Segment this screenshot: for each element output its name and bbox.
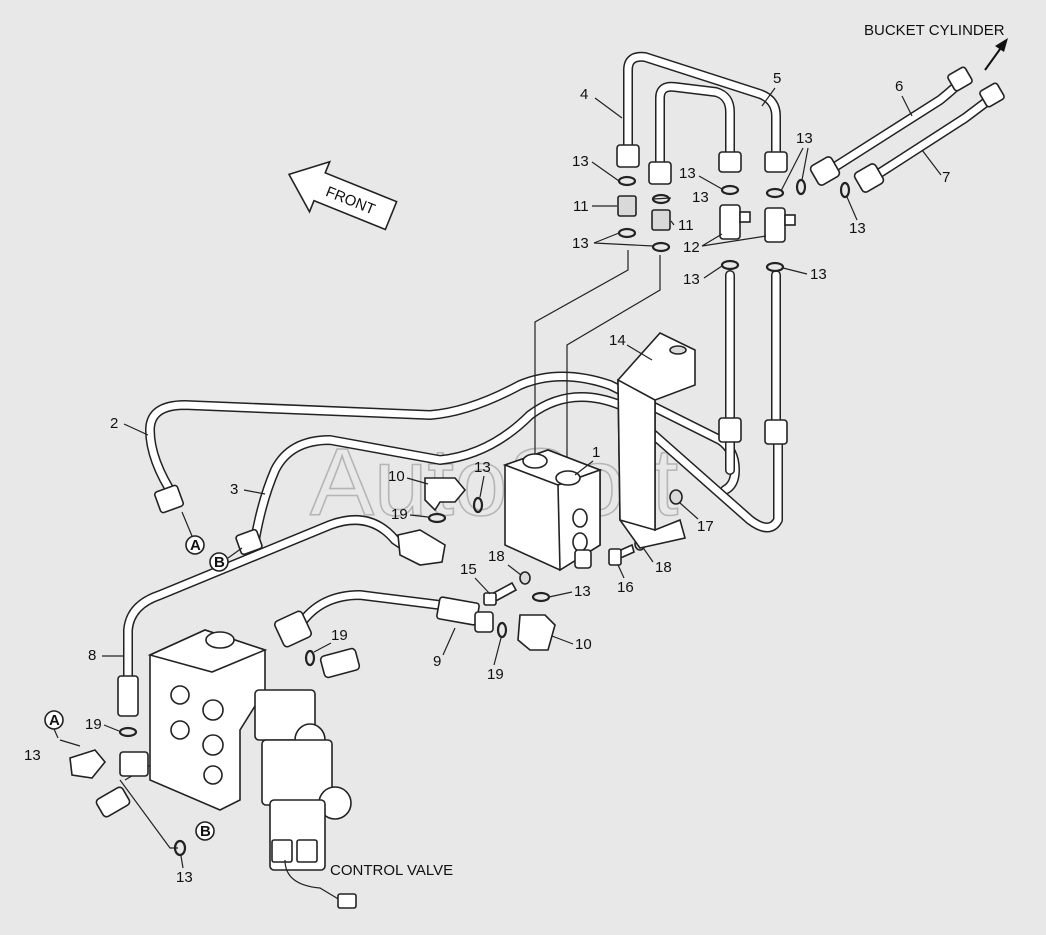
bucket-arrow: BUCKET CYLINDER (864, 22, 1008, 71)
label-19-d: 19 (85, 716, 102, 733)
callout-a-bottom: A (49, 712, 60, 729)
label-10-lower: 10 (575, 636, 592, 653)
label-8: 8 (88, 647, 96, 664)
label-13-l: 13 (176, 869, 193, 886)
control-valve-label: CONTROL VALVE (330, 862, 453, 879)
label-9: 9 (433, 653, 441, 670)
label-13-c: 13 (692, 189, 709, 206)
front-arrow: FRONT (287, 160, 398, 231)
callout-b-bottom: B (200, 823, 211, 840)
label-17: 17 (697, 518, 714, 535)
pipe-9 (295, 590, 445, 630)
label-14: 14 (609, 332, 626, 349)
label-13-b: 13 (572, 235, 589, 252)
pipes (123, 51, 999, 685)
nut-6 (809, 156, 841, 186)
pipe-5 (655, 81, 735, 170)
tee-12b (764, 207, 786, 243)
label-13-g: 13 (683, 271, 700, 288)
pipe-3 (250, 392, 783, 545)
callout-a-top: A (190, 537, 201, 554)
part-labels: 1 2 3 4 5 6 7 8 9 10 10 11 11 (24, 70, 950, 886)
tee-12a (719, 204, 741, 240)
elbow-10b (517, 614, 556, 651)
label-10-upper: 10 (388, 468, 405, 485)
label-6: 6 (895, 78, 903, 95)
label-4: 4 (580, 86, 588, 103)
label-18-right: 18 (655, 559, 672, 576)
valve-block-1 (502, 449, 603, 572)
callout-b-top: B (214, 554, 225, 571)
label-13-j: 13 (574, 583, 591, 600)
nut-b (764, 151, 788, 173)
bucket-cylinder-label: BUCKET CYLINDER (864, 22, 1005, 39)
label-13-a: 13 (572, 153, 589, 170)
nut-4 (616, 144, 640, 168)
label-13-h: 13 (810, 266, 827, 283)
label-5: 5 (773, 70, 781, 87)
nut-7 (853, 163, 885, 193)
label-13-e: 13 (796, 130, 813, 147)
nut-a (718, 151, 742, 173)
label-13-k: 13 (24, 747, 41, 764)
pipe-8 (123, 515, 415, 685)
label-16: 16 (617, 579, 634, 596)
label-13-f: 13 (849, 220, 866, 237)
label-1: 1 (592, 444, 600, 461)
label-12: 12 (683, 239, 700, 256)
label-13-i: 13 (474, 459, 491, 476)
control-valve (147, 629, 357, 909)
label-3: 3 (230, 481, 238, 498)
label-13-d: 13 (679, 165, 696, 182)
label-2: 2 (110, 415, 118, 432)
fittings (69, 66, 1005, 857)
adapter-11b (651, 209, 671, 231)
bracket-14 (617, 332, 696, 549)
pipe-4 (623, 51, 781, 163)
label-7: 7 (942, 169, 950, 186)
nut-5 (648, 161, 672, 185)
label-19-a: 19 (391, 506, 408, 523)
label-11-left: 11 (573, 198, 589, 215)
callouts: A B A B (44, 511, 243, 841)
label-19-b: 19 (487, 666, 504, 683)
adapter-11a (617, 195, 637, 217)
label-19-c: 19 (331, 627, 348, 644)
elbow-10a (424, 477, 467, 512)
label-18-left: 18 (488, 548, 505, 565)
label-11-right: 11 (678, 217, 694, 234)
label-15: 15 (460, 561, 477, 578)
